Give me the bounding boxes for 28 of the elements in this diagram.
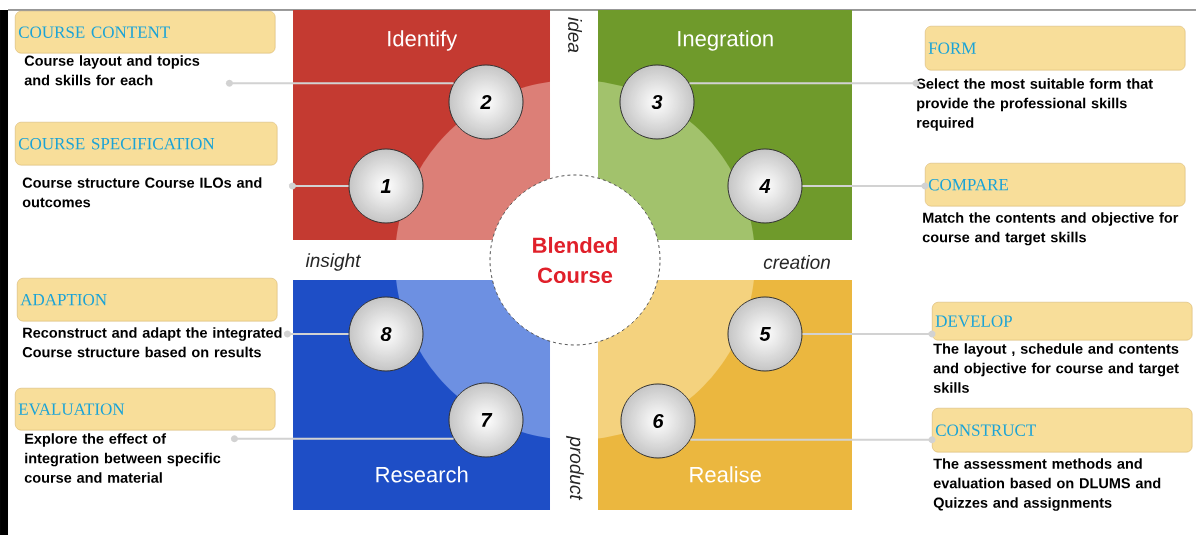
axis-word: idea [568,17,582,53]
description-text: Course structure Course ILOs and outcomes [22,177,262,208]
description-text: Explore the effect of integration between specific course and material [24,433,221,483]
description-text: Course layout and topics and skills for each [24,55,200,86]
heading-box: EVALUATION [15,388,276,431]
heading-box: FORM [925,26,1186,71]
axis-word: insight [305,253,362,271]
leader-line [801,182,929,190]
leader-line [288,182,350,190]
description-text: The assessment methods and evaluation based on DLUMS and Quizzes and assignments [933,458,1161,511]
heading-box: COMPARE [925,163,1186,207]
heading-box: COURSE SPECIFICATION [15,122,278,166]
description-text: Match the contents and objective for course and target skills [922,212,1179,246]
heading-box: COURSE CONTENT [15,11,276,54]
heading-box: CONSTRUCT [932,408,1193,453]
leader-line [688,79,920,87]
leader-line [230,435,455,443]
leader-line [225,79,455,87]
leader-line [801,330,936,338]
axis-word: product [566,435,584,501]
leader-line [689,436,936,444]
heading-box: DEVELOP [932,302,1193,341]
description-text: The layout , schedule and contents and objective for course and target skills [933,343,1179,393]
leader-line [283,330,350,338]
description-text: Reconstruct and adapt the integrated Course structure based on results [22,327,282,358]
heading-box: ADAPTION [17,278,278,322]
axis-word: creation [763,255,830,269]
description-text: Select the most suitable form that provide the professional skills required [916,78,1153,131]
